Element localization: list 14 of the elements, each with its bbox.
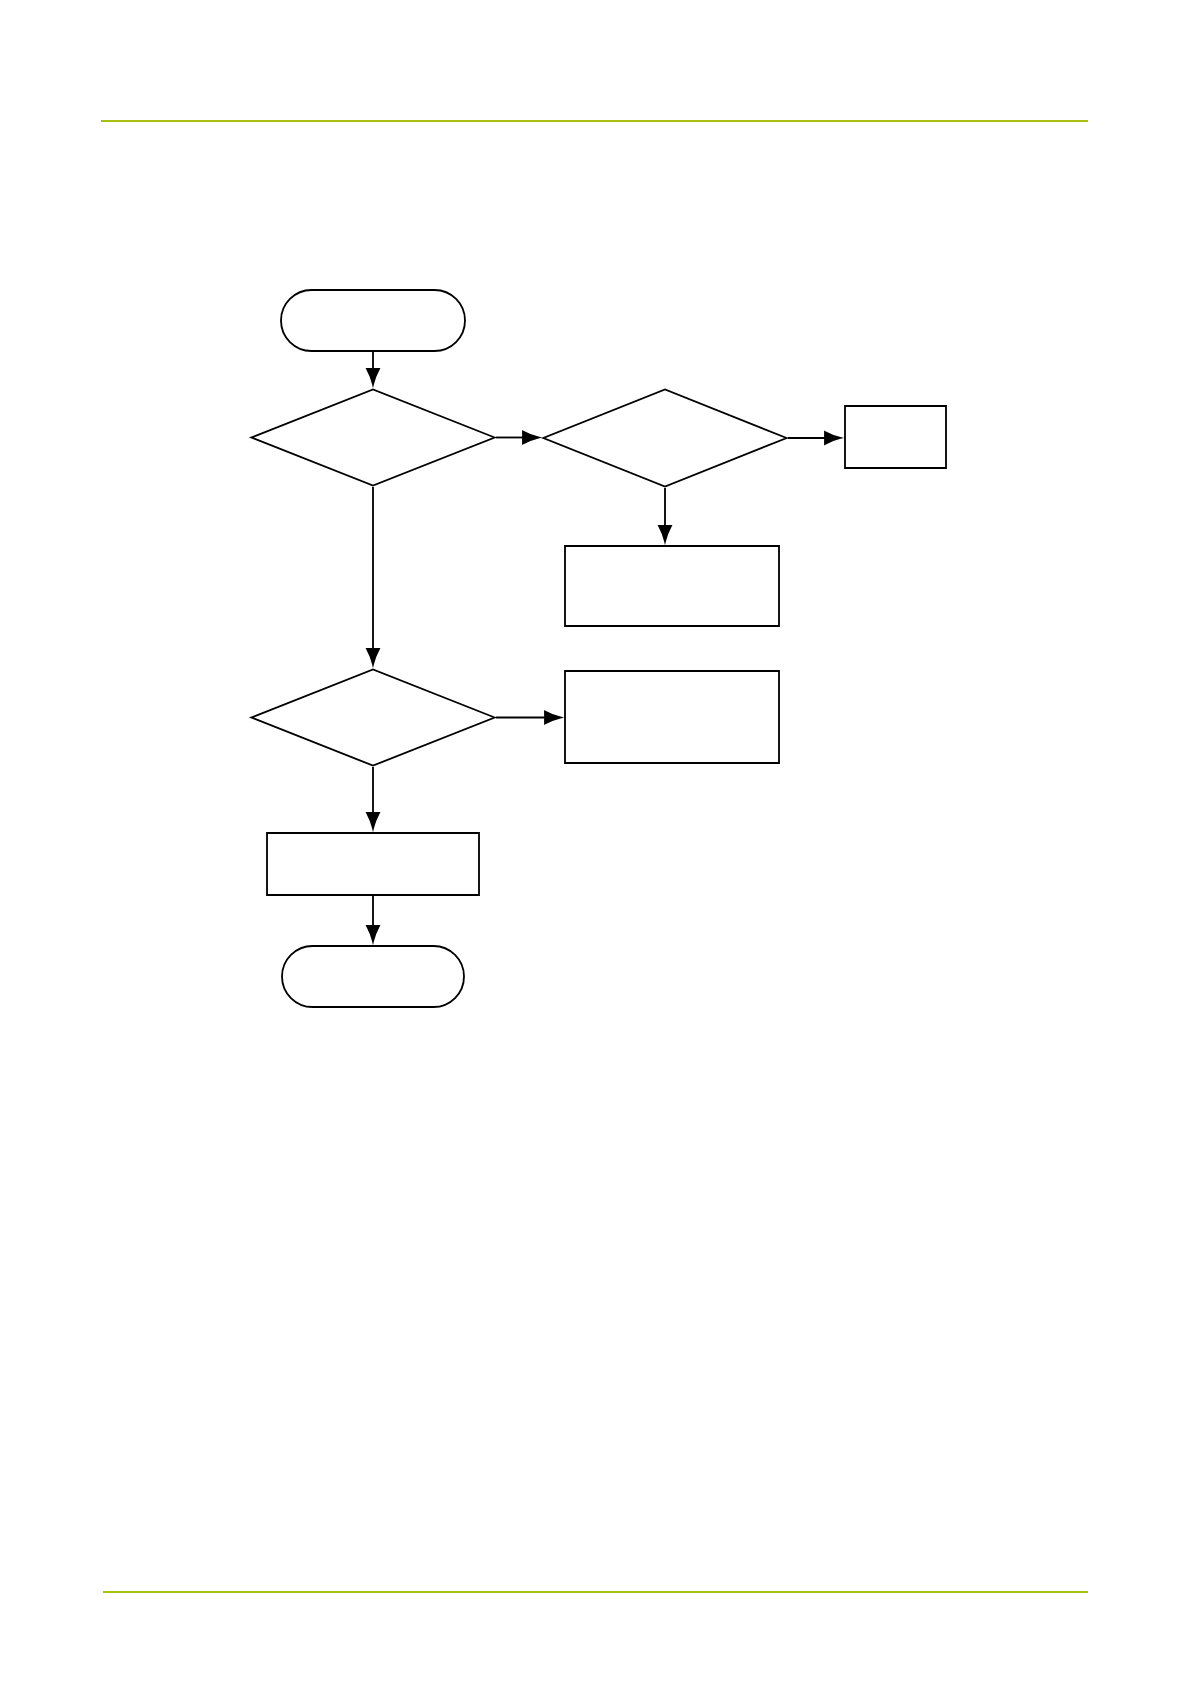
arrow	[366, 486, 380, 666]
process-box	[844, 405, 947, 469]
arrow	[787, 431, 842, 445]
arrow	[495, 710, 562, 725]
arrow	[366, 766, 380, 830]
process-box	[564, 670, 780, 764]
process-box	[266, 832, 480, 896]
arrow	[658, 487, 672, 543]
process-box	[564, 545, 780, 627]
arrow	[495, 430, 540, 445]
arrow	[366, 351, 380, 386]
terminal-shape	[280, 289, 466, 352]
arrow	[366, 895, 380, 943]
terminal-shape	[281, 945, 465, 1008]
